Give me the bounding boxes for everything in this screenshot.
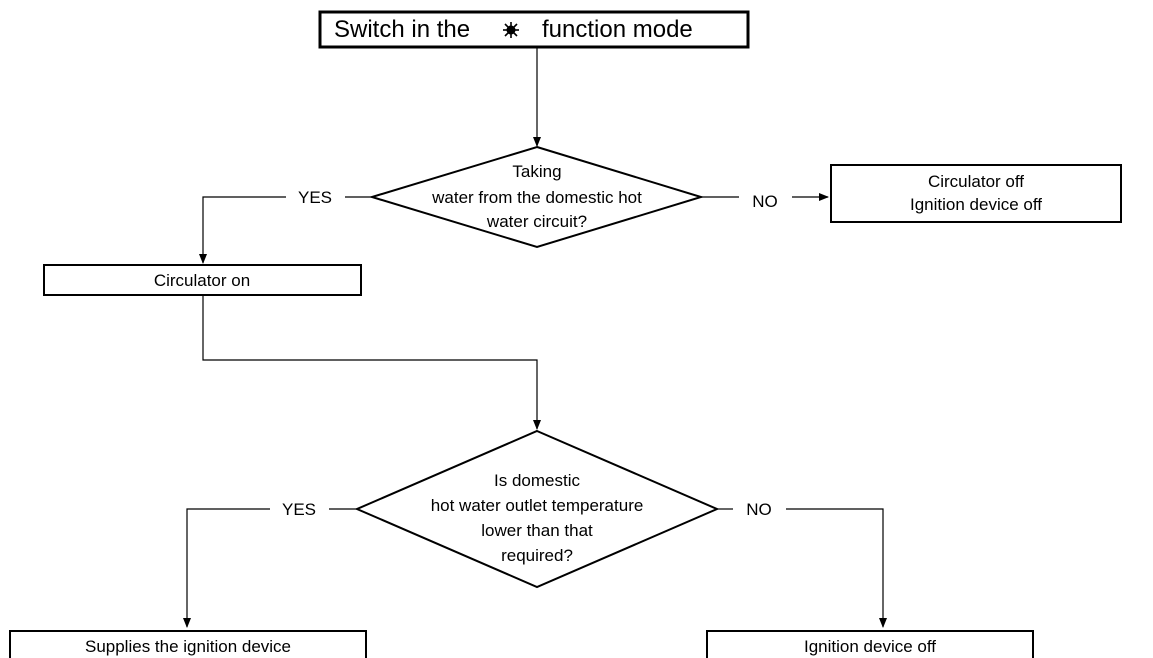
decision2-no-label: NO (746, 500, 772, 519)
connector-d2-no-b (786, 508, 887, 628)
connector-circulator-to-decision2 (202, 295, 541, 430)
connector-d1-yes-b (199, 196, 286, 264)
connector-d2-yes-b (183, 508, 270, 628)
decision1-line-2: water from the domestic hot (431, 188, 642, 207)
circulator-off-line-1: Circulator off (928, 172, 1024, 191)
ignition-off-box: Ignition device off (706, 630, 1034, 658)
decision1-line-1: Taking (512, 162, 561, 181)
circulator-off-box: Circulator off Ignition device off (830, 164, 1122, 223)
decision2-line-2: hot water outlet temperature (431, 496, 644, 515)
ignition-off-text: Ignition device off (804, 637, 936, 656)
circulator-off-line-2: Ignition device off (910, 195, 1042, 214)
circulator-on-text: Circulator on (154, 271, 250, 290)
decision2-line-4: required? (501, 546, 573, 565)
decision1-yes-label: YES (298, 188, 332, 207)
sun-icon (503, 22, 519, 38)
decision1-diamond: Taking water from the domestic hot water… (368, 145, 705, 249)
decision2-yes-label: YES (282, 500, 316, 519)
decision1-line-3: water circuit? (486, 212, 587, 231)
decision2-diamond: Is domestic hot water outlet temperature… (354, 429, 720, 589)
start-text-before: Switch in the (334, 16, 470, 43)
decision2-line-3: lower than that (481, 521, 593, 540)
supplies-ignition-box: Supplies the ignition device (9, 630, 367, 658)
supplies-ignition-text: Supplies the ignition device (85, 637, 291, 656)
circulator-on-box: Circulator on (43, 264, 362, 296)
start-text-after: function mode (542, 16, 693, 43)
decision2-line-1: Is domestic (494, 471, 580, 490)
decision1-no-label: NO (752, 192, 778, 211)
start-box: Switch in the function mode (318, 10, 750, 49)
